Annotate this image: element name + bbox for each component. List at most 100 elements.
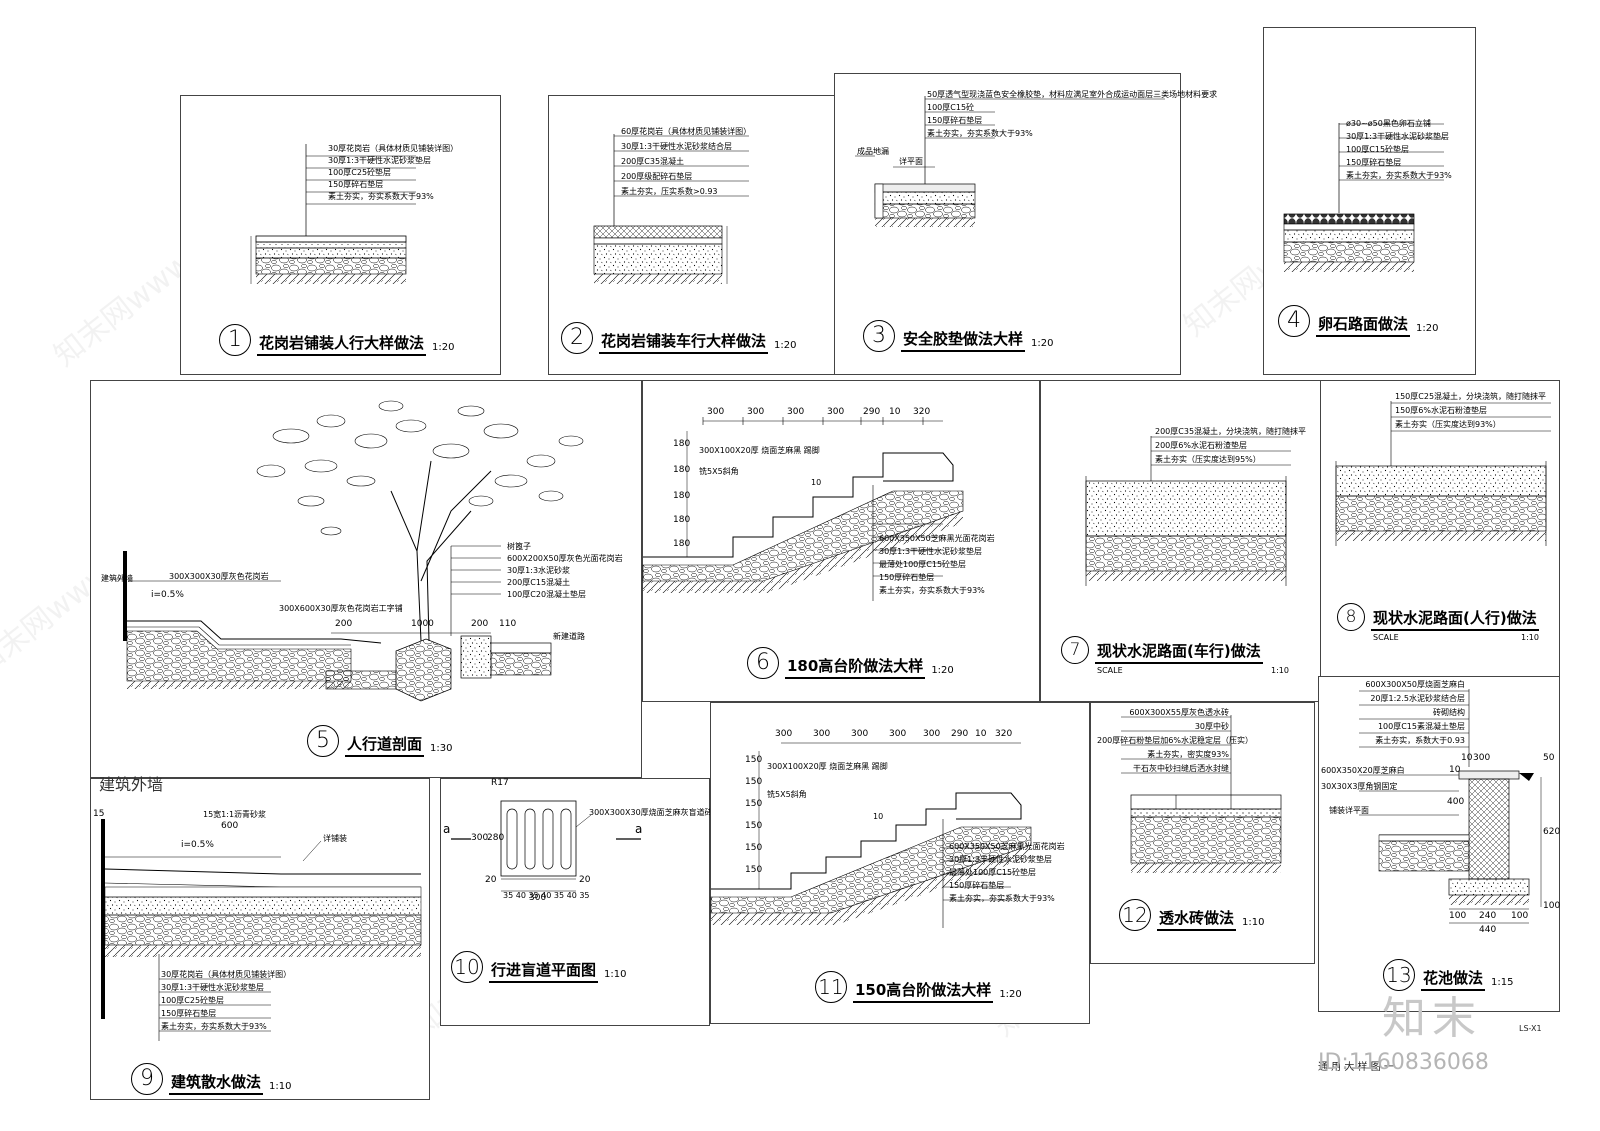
layer-label: 素土夯实，夯实系数大于93% — [328, 192, 434, 201]
dimension: 240 — [1479, 911, 1497, 921]
dimension: 300 — [923, 729, 941, 739]
detail-scale: 1:10 — [269, 1081, 292, 1092]
detail-title: 花池做法 — [1421, 967, 1486, 991]
detail-title: 花岗岩铺装人行大样做法 — [257, 332, 427, 356]
dimension: 10 — [1449, 765, 1461, 775]
detail-scale: 1:20 — [1031, 338, 1054, 349]
layer-label: 30厚1:3干硬性水泥砂浆垫层 — [1346, 132, 1450, 141]
slope-label: i=0.5% — [181, 840, 214, 850]
dimension: 20 — [485, 875, 497, 885]
layer-label: 30厚1:3干硬性水泥砂浆垫层 — [879, 547, 983, 556]
layer-label: 200厚C35混凝土 — [621, 157, 685, 166]
dimension: 180 — [673, 539, 691, 549]
dimension: 10 — [889, 407, 901, 417]
dimension: 320 — [913, 407, 931, 417]
layer-label: 150厚碎石垫层 — [949, 881, 1005, 890]
layer-label: 200厚碎石粉垫层加6%水泥稳定层（压实） — [1097, 736, 1253, 745]
layer-label: 200厚C15混凝土 — [507, 578, 571, 587]
layer-label: 素土夯实，夯实系数大于93% — [949, 894, 1055, 903]
dimension: 300 — [1473, 753, 1491, 763]
side-label: 10 — [811, 478, 822, 487]
layer-label: 30厚1:3干硬性水泥砂浆垫层 — [949, 855, 1053, 864]
detail-title: 花岗岩铺装车行大样做法 — [599, 330, 769, 354]
detail-number: 9 — [131, 1063, 163, 1095]
side-label: 详平面 — [899, 157, 923, 166]
detail-title: 卵石路面做法 — [1316, 313, 1411, 337]
sheet-code: LS-X1 — [1519, 1024, 1542, 1033]
detail-panel-6: 300 300 300 300 290 10 320 300X100X20厚 烧… — [642, 380, 1040, 702]
detail-number: 7 — [1061, 636, 1089, 664]
layer-label: 150厚碎石垫层 — [1346, 158, 1402, 167]
dimension: 290 — [951, 729, 969, 739]
layer-label: 素土夯实（压实度达到93%） — [1395, 420, 1501, 429]
dimension: 300 — [787, 407, 805, 417]
dimension: 150 — [745, 755, 763, 765]
detail-panel-2: 60厚花岗岩（具体材质见铺装详图） 30厚1:3干硬性水泥砂浆结合层 200厚C… — [548, 95, 837, 375]
detail-title: 人行道剖面 — [345, 733, 425, 757]
side-label: 15宽1:1沥青砂浆 — [203, 810, 267, 819]
side-label: 建筑外墙 — [101, 574, 133, 583]
detail-panel-12: 600X300X55厚灰色透水砖 30厚中砂 200厚碎石粉垫层加6%水泥稳定层… — [1090, 702, 1315, 964]
detail-number: 10 — [451, 951, 483, 983]
layer-label: 干石灰中砂扫缝后洒水封缝 — [1133, 764, 1229, 773]
layer-label: 100厚C15砼垫层 — [1346, 145, 1410, 154]
layer-label: 30厚花岗岩（具体材质见铺装详图） — [328, 144, 459, 153]
layer-label: 150厚碎石垫层 — [879, 573, 935, 582]
layer-label: 树篦子 — [507, 542, 531, 551]
detail-title: 现状水泥路面(人行)做法 — [1371, 607, 1539, 631]
layer-label: 100厚C15砼 — [927, 103, 975, 112]
layer-label: 30厚1:3干硬性水泥砂浆垫层 — [328, 156, 432, 165]
dimension: 300 — [827, 407, 845, 417]
detail-number: 5 — [307, 725, 339, 757]
layer-label: 200厚级配碎石垫层 — [621, 172, 693, 181]
detail-number: 6 — [747, 647, 779, 679]
detail-scale: 1:20 — [432, 342, 455, 353]
detail-title: 180高台阶做法大样 — [785, 655, 926, 679]
detail-scale: 1:10 — [604, 969, 627, 980]
layer-label: 150厚碎石垫层 — [161, 1009, 217, 1018]
dimension: 300 — [851, 729, 869, 739]
dimension: 20 — [579, 875, 591, 885]
layer-label: 最薄处100厚C15砼垫层 — [879, 560, 967, 569]
dimension: 180 — [673, 515, 691, 525]
dimension: 35 40 35 40 35 40 35 — [503, 891, 590, 900]
detail-number: 8 — [1337, 603, 1365, 631]
layer-label: 砖砌结构 — [1433, 708, 1465, 717]
dimension: 290 — [863, 407, 881, 417]
layer-label: 20厚1:2.5水泥砂浆结合层 — [1370, 694, 1465, 703]
side-label: 新建道路 — [553, 632, 585, 641]
layer-label: 200厚C35混凝土，分块浇筑，随打随抹平 — [1155, 427, 1307, 436]
side-label: 30X30X3厚角钢固定 — [1321, 782, 1398, 791]
dimension: 150 — [745, 777, 763, 787]
detail-panel-11: 300 300 300 300 300 290 10 320 300X100X2… — [710, 702, 1090, 1024]
dimension: 440 — [1479, 925, 1497, 935]
dimension: 300 — [471, 833, 489, 843]
detail-panel-3: 50厚透气型现浇蓝色安全橡胶垫，材料应满足室外合成运动面层三类场地材料要求 10… — [834, 73, 1217, 375]
layer-label: 150厚碎石垫层 — [328, 180, 384, 189]
layer-label: 150厚碎石垫层 — [927, 116, 983, 125]
layer-label: 150厚C25混凝土，分块浇筑，随打随抹平 — [1395, 392, 1547, 401]
side-label: 300X600X30厚灰色花岗岩工字铺 — [279, 604, 403, 613]
detail-number: 1 — [219, 324, 251, 356]
dimension: 300 — [529, 893, 547, 903]
detail-scale: 1:20 — [1416, 323, 1439, 334]
dimension: 150 — [745, 799, 763, 809]
dimension: 50 — [1543, 753, 1555, 763]
layer-label: 60厚花岗岩（具体材质见铺装详图） — [621, 127, 752, 136]
layer-label: 600X300X50厚烧面芝麻白 — [1365, 680, 1465, 689]
detail-panel-10: R17 300X300X30厚烧面芝麻灰盲道砖 a a 280 300 20 2… — [440, 778, 713, 1026]
detail-title: 行进盲道平面图 — [489, 959, 599, 983]
detail-scale: 1:20 — [931, 665, 954, 676]
layer-label: 素土夯实，夯实系数大于93% — [927, 129, 1033, 138]
side-label: 铣5X5斜角 — [767, 790, 807, 799]
layer-label: 150厚6%水泥石粉渣垫层 — [1395, 406, 1487, 415]
scale-label: SCALE — [1097, 666, 1123, 675]
dimension: 300 — [707, 407, 725, 417]
detail-title: 建筑散水做法 — [169, 1071, 264, 1095]
dimension: 150 — [745, 865, 763, 875]
dimension: 300 — [747, 407, 765, 417]
dimension: 180 — [673, 491, 691, 501]
slope-label: i=0.5% — [151, 590, 184, 600]
dimension: 150 — [745, 821, 763, 831]
dimension: 10 — [1461, 753, 1473, 763]
